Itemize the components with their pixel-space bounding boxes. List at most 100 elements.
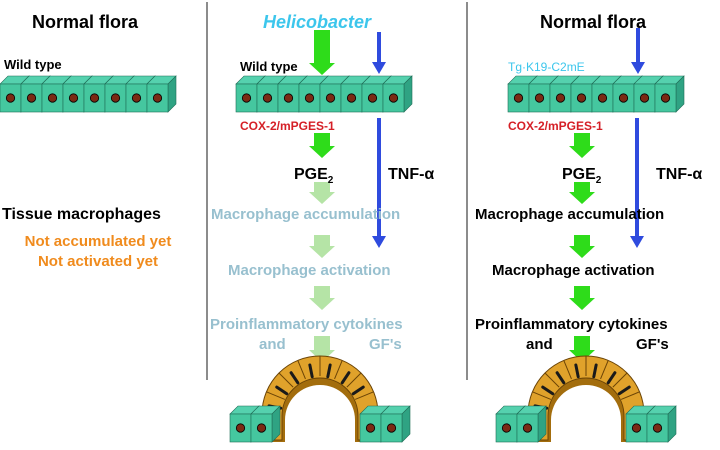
right-pge2-to-accumulation-arrow (569, 182, 595, 204)
tumor-segment-line (532, 391, 552, 400)
middle-tnf-blue-arrow (372, 118, 386, 248)
cell-nucleus (534, 93, 545, 103)
cell-nucleus (522, 423, 533, 433)
epithelial-cell (516, 405, 547, 443)
left-column-title: Normal flora (32, 12, 139, 32)
tumor-crypt-mark (308, 363, 314, 379)
cell-nucleus (555, 93, 566, 103)
middle-pge2-to-accumulation-arrow (309, 182, 335, 204)
middle-and-label: and (259, 336, 286, 353)
right-enzymes-label: COX-2/mPGES-1 (508, 119, 603, 133)
cell-nucleus (597, 93, 608, 103)
right-top-blue-arrow (631, 28, 645, 74)
tumor-segment-line (266, 391, 286, 400)
left-genotype-label: Wild type (4, 57, 62, 72)
right-gfs-label: GF's (636, 336, 669, 353)
middle-enzymes-label: COX-2/mPGES-1 (240, 119, 335, 133)
left-status-not-activated: Not activated yet (37, 253, 159, 270)
tumor-segment-line (297, 360, 306, 380)
right-accumulation-to-activation-arrow (569, 235, 595, 258)
tumor-segment-line (563, 360, 572, 380)
cell-nucleus (89, 93, 100, 103)
epithelial-cell (380, 405, 411, 443)
right-proinflammatory-cytokines: Proinflammatory cytokines (475, 316, 668, 333)
tumor-segment-line (334, 360, 343, 380)
tumor-crypt-mark (555, 371, 566, 385)
cell-nucleus (513, 93, 524, 103)
cell-nucleus (367, 93, 378, 103)
epithelial-cell (646, 405, 677, 443)
helicobacter-blue-arrow (372, 32, 386, 74)
cell-nucleus (386, 423, 397, 433)
cell-nucleus (631, 423, 642, 433)
tumor-segment-line (600, 360, 609, 380)
right-tnf-blue-arrow (630, 118, 644, 248)
middle-cytokines-to-tumor-arrow (309, 336, 335, 362)
tumor-crypt-mark (574, 363, 580, 379)
middle-macrophage-accumulation: Macrophage accumulation (211, 206, 401, 223)
middle-pge2-label: PGE2 (294, 166, 334, 187)
epithelial-cell (250, 405, 281, 443)
cell-nucleus (639, 93, 650, 103)
epithelial-cell (146, 75, 177, 113)
cell-nucleus (346, 93, 357, 103)
tumor-segment-line (346, 372, 362, 388)
cell-nucleus (26, 93, 37, 103)
right-column-title: Normal flora (540, 12, 647, 32)
right-genotype-label: Tg·K19-C2mE (508, 60, 585, 74)
right-macrophage-accumulation: Macrophage accumulation (475, 206, 665, 223)
right-pge2-label: PGE2 (562, 166, 602, 187)
tumor-crypt-mark (351, 385, 365, 396)
right-tnf-alpha-label: TNF-α (656, 166, 703, 183)
cell-nucleus (304, 93, 315, 103)
middle-tnf-alpha-label: TNF-α (388, 166, 435, 183)
tumor-crypt-mark (541, 385, 555, 396)
cell-nucleus (68, 93, 79, 103)
right-cytokines-to-tumor-arrow (569, 336, 595, 362)
left-macrophage-heading: Tissue macrophages (2, 206, 161, 223)
tumor-crypt-mark (275, 385, 289, 396)
tumor-crypt-mark (606, 371, 617, 385)
left-status-not-accumulated: Not accumulated yet (24, 233, 172, 250)
right-and-label: and (526, 336, 553, 353)
cell-nucleus (152, 93, 163, 103)
helicobacter-green-arrow (309, 30, 335, 75)
cell-nucleus (283, 93, 294, 103)
cell-nucleus (325, 93, 336, 103)
cell-nucleus (388, 93, 399, 103)
cell-nucleus (5, 93, 16, 103)
epithelial-cell (382, 75, 413, 113)
middle-macrophage-activation: Macrophage activation (228, 262, 391, 279)
tumor-segment-line (544, 372, 560, 388)
cell-nucleus (131, 93, 142, 103)
tumor-crypt-mark (289, 371, 300, 385)
middle-accumulation-to-activation-arrow (309, 235, 335, 258)
epithelial-cell (654, 75, 685, 113)
tumor-segment-line (354, 391, 374, 400)
cell-nucleus (652, 423, 663, 433)
cell-nucleus (256, 423, 267, 433)
right-macrophage-activation: Macrophage activation (492, 262, 655, 279)
tumor-segment-line (612, 372, 628, 388)
right-activation-to-cytokines-arrow (569, 286, 595, 310)
cell-nucleus (660, 93, 671, 103)
cell-nucleus (501, 423, 512, 433)
cell-nucleus (262, 93, 273, 103)
tumor-segment-line (278, 372, 294, 388)
middle-gfs-label: GF's (369, 336, 402, 353)
tumor-crypt-mark (592, 363, 598, 379)
cell-nucleus (235, 423, 246, 433)
tumor-segment-line (620, 391, 640, 400)
tumor-crypt-mark (617, 385, 631, 396)
cell-nucleus (365, 423, 376, 433)
middle-activation-to-cytokines-arrow (309, 286, 335, 310)
cell-nucleus (618, 93, 629, 103)
right-cox2-to-pge2-arrow (569, 133, 595, 158)
cell-nucleus (576, 93, 587, 103)
cell-nucleus (241, 93, 252, 103)
middle-column-title: Helicobacter (263, 12, 372, 32)
cell-nucleus (110, 93, 121, 103)
cell-nucleus (47, 93, 58, 103)
middle-proinflammatory-cytokines: Proinflammatory cytokines (210, 316, 403, 333)
